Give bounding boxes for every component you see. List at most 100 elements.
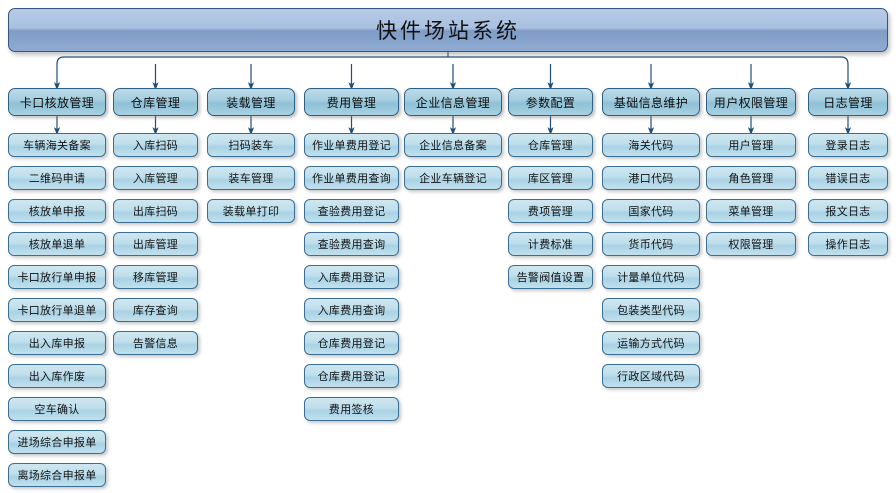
module-item-label: 卡口放行单申报	[17, 272, 97, 284]
module-item-label: 计费标准	[527, 239, 574, 251]
module-item-label: 入库扫码	[132, 140, 179, 152]
module-header-col-2[interactable]: 仓库管理	[113, 88, 198, 116]
module-item-label: 国家代码	[628, 206, 674, 218]
module-item-label: 库区管理	[527, 173, 574, 185]
module-item-col-6-2[interactable]: 费项管理	[508, 199, 593, 223]
module-item-col-4-3[interactable]: 查验费用查询	[304, 232, 399, 256]
module-item-label: 出库扫码	[132, 206, 179, 218]
module-item-label: 企业车辆登记	[419, 173, 487, 185]
module-item-col-5-0[interactable]: 企业信息备案	[404, 133, 502, 157]
module-item-label: 告警信息	[132, 338, 179, 350]
module-item-label: 入库费用登记	[317, 272, 386, 284]
module-item-col-4-0[interactable]: 作业单费用登记	[304, 133, 399, 157]
module-item-col-3-2[interactable]: 装载单打印	[207, 199, 295, 223]
module-item-col-7-2[interactable]: 国家代码	[602, 199, 700, 223]
module-item-col-8-2[interactable]: 菜单管理	[706, 199, 796, 223]
module-header-col-4[interactable]: 费用管理	[304, 88, 399, 116]
module-item-label: 操作日志	[825, 239, 871, 251]
module-item-label: 作业单费用查询	[311, 173, 392, 185]
module-item-col-2-4[interactable]: 移库管理	[113, 265, 198, 289]
module-header-col-8[interactable]: 用户权限管理	[706, 88, 796, 116]
module-item-label: 进场综合申报单	[17, 437, 97, 449]
module-header-col-7[interactable]: 基础信息维护	[602, 88, 700, 116]
module-item-col-7-0[interactable]: 海关代码	[602, 133, 700, 157]
module-item-col-1-4[interactable]: 卡口放行单申报	[8, 265, 106, 289]
module-item-col-7-4[interactable]: 计量单位代码	[602, 265, 700, 289]
module-header-label: 装载管理	[226, 95, 276, 110]
module-item-col-9-1[interactable]: 错误日志	[808, 166, 888, 190]
module-item-col-4-4[interactable]: 入库费用登记	[304, 265, 399, 289]
module-item-col-4-2[interactable]: 查验费用登记	[304, 199, 399, 223]
module-item-col-2-3[interactable]: 出库管理	[113, 232, 198, 256]
module-item-label: 计量单位代码	[617, 272, 685, 284]
module-item-col-1-7[interactable]: 出入库作废	[8, 364, 106, 388]
module-item-label: 货币代码	[628, 239, 674, 251]
module-item-col-7-5[interactable]: 包装类型代码	[602, 298, 700, 322]
module-item-col-5-1[interactable]: 企业车辆登记	[404, 166, 502, 190]
module-item-col-8-1[interactable]: 角色管理	[706, 166, 796, 190]
module-item-col-9-2[interactable]: 报文日志	[808, 199, 888, 223]
module-item-label: 错误日志	[825, 173, 871, 185]
module-item-col-6-3[interactable]: 计费标准	[508, 232, 593, 256]
module-item-col-7-6[interactable]: 运输方式代码	[602, 331, 700, 355]
module-item-label: 车辆海关备案	[23, 140, 91, 152]
module-item-col-4-7[interactable]: 仓库费用登记	[304, 364, 399, 388]
module-item-col-9-0[interactable]: 登录日志	[808, 133, 888, 157]
module-item-label: 查验费用登记	[317, 206, 386, 218]
module-item-col-1-10[interactable]: 离场综合申报单	[8, 463, 106, 487]
module-item-col-7-7[interactable]: 行政区域代码	[602, 364, 700, 388]
module-item-label: 企业信息备案	[419, 140, 487, 152]
module-item-col-4-6[interactable]: 仓库费用登记	[304, 331, 399, 355]
module-item-col-2-0[interactable]: 入库扫码	[113, 133, 198, 157]
module-item-col-2-5[interactable]: 库存查询	[113, 298, 198, 322]
module-item-col-1-5[interactable]: 卡口放行单退单	[8, 298, 106, 322]
module-item-col-2-2[interactable]: 出库扫码	[113, 199, 198, 223]
module-header-label: 日志管理	[823, 95, 873, 110]
module-item-col-1-2[interactable]: 核放单申报	[8, 199, 106, 223]
module-item-col-1-6[interactable]: 出入库申报	[8, 331, 106, 355]
module-item-col-7-1[interactable]: 港口代码	[602, 166, 700, 190]
module-header-label: 参数配置	[525, 95, 576, 110]
module-item-col-6-1[interactable]: 库区管理	[508, 166, 593, 190]
module-item-label: 核放单申报	[28, 206, 86, 218]
module-item-col-7-3[interactable]: 货币代码	[602, 232, 700, 256]
module-item-label: 仓库费用登记	[317, 371, 386, 383]
module-item-col-8-3[interactable]: 权限管理	[706, 232, 796, 256]
module-item-col-1-0[interactable]: 车辆海关备案	[8, 133, 106, 157]
module-item-col-4-5[interactable]: 入库费用查询	[304, 298, 399, 322]
module-item-label: 出入库作废	[28, 371, 86, 383]
module-item-col-1-1[interactable]: 二维码申请	[8, 166, 106, 190]
module-item-col-3-0[interactable]: 扫码装车	[207, 133, 295, 157]
module-header-col-3[interactable]: 装载管理	[207, 88, 295, 116]
module-header-col-1[interactable]: 卡口核放管理	[8, 88, 106, 116]
module-item-col-8-0[interactable]: 用户管理	[706, 133, 796, 157]
module-header-col-6[interactable]: 参数配置	[508, 88, 593, 116]
module-item-col-1-9[interactable]: 进场综合申报单	[8, 430, 106, 454]
module-item-col-6-4[interactable]: 告警阀值设置	[508, 265, 593, 289]
module-item-label: 告警阀值设置	[516, 272, 585, 284]
module-item-col-4-8[interactable]: 费用签核	[304, 397, 399, 421]
module-item-label: 仓库费用登记	[317, 338, 386, 350]
module-item-label: 包装类型代码	[617, 305, 685, 317]
module-item-col-3-1[interactable]: 装车管理	[207, 166, 295, 190]
module-item-col-1-8[interactable]: 空车确认	[8, 397, 106, 421]
module-item-col-6-0[interactable]: 仓库管理	[508, 133, 593, 157]
module-item-col-1-3[interactable]: 核放单退单	[8, 232, 106, 256]
module-item-label: 二维码申请	[28, 173, 86, 185]
module-item-label: 菜单管理	[728, 206, 774, 218]
module-header-col-5[interactable]: 企业信息管理	[404, 88, 502, 116]
module-item-col-2-1[interactable]: 入库管理	[113, 166, 198, 190]
module-header-label: 卡口核放管理	[19, 95, 95, 110]
module-item-col-2-6[interactable]: 告警信息	[113, 331, 198, 355]
system-title-box: 快件场站系统	[8, 8, 888, 52]
module-item-label: 装车管理	[228, 173, 274, 185]
module-header-label: 基础信息维护	[613, 95, 689, 110]
module-item-label: 报文日志	[825, 206, 871, 218]
module-item-label: 行政区域代码	[617, 371, 685, 383]
module-item-col-4-1[interactable]: 作业单费用查询	[304, 166, 399, 190]
module-item-col-9-3[interactable]: 操作日志	[808, 232, 888, 256]
module-header-label: 仓库管理	[130, 95, 181, 110]
module-item-label: 离场综合申报单	[17, 470, 97, 482]
module-header-col-9[interactable]: 日志管理	[808, 88, 888, 116]
